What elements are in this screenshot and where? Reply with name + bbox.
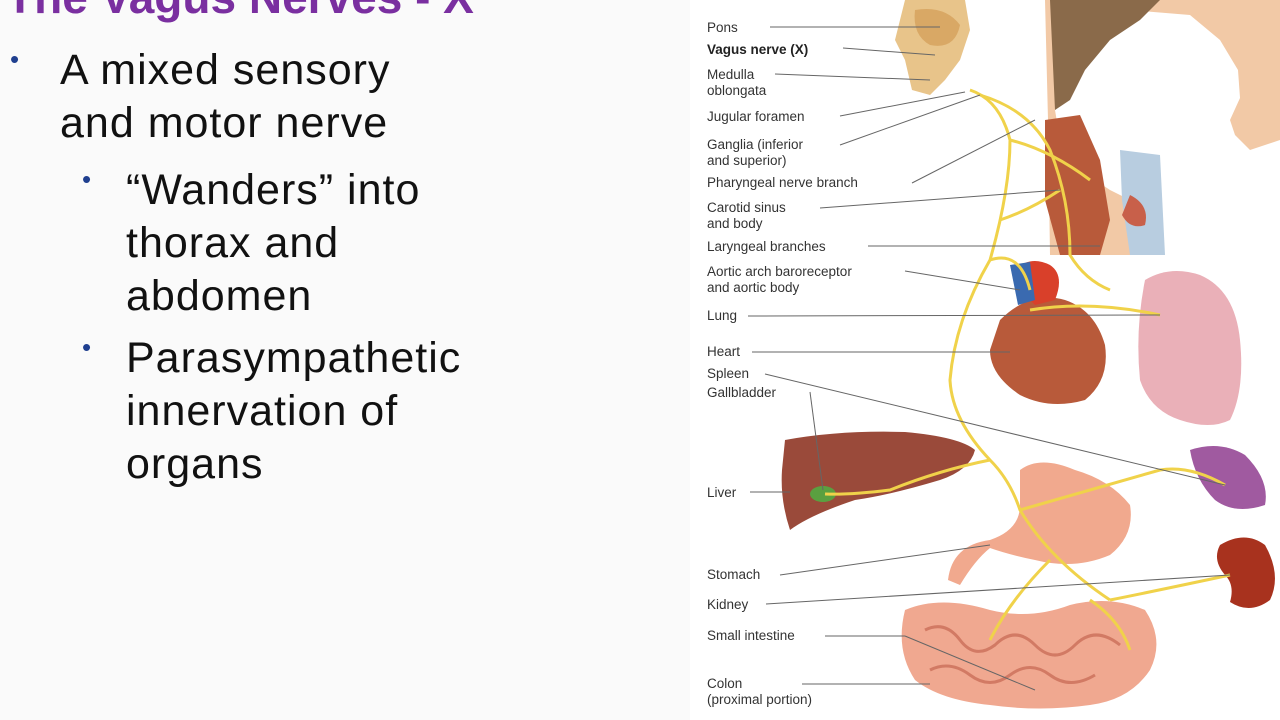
bullet-text-line: thorax and	[126, 219, 340, 267]
bullet-dot-icon: •	[10, 44, 20, 74]
spleen-shape	[1190, 446, 1266, 509]
larynx-shape	[1120, 150, 1165, 255]
bullet-item-parasympathetic: • Parasympathetic innervation of organs	[82, 332, 461, 491]
intestine-fold-lines	[924, 625, 1121, 657]
bullet-dot-icon: •	[82, 332, 92, 362]
lung-shape	[1138, 271, 1242, 425]
bullet-text-line: Parasympathetic	[126, 334, 462, 382]
thyroid-shape	[1122, 195, 1146, 227]
label-pons: Pons	[707, 20, 738, 35]
label-heart: Heart	[707, 344, 741, 359]
label-medulla-oblongata: Medulla oblongata	[707, 67, 767, 98]
label-jugular-foramen: Jugular foramen	[707, 109, 805, 124]
gallbladder-shape	[810, 486, 836, 502]
intestine-fold-lines	[929, 664, 1096, 684]
label-pharyngeal-branch: Pharyngeal nerve branch	[707, 175, 858, 190]
label-small-intestine: Small intestine	[707, 628, 795, 643]
label-colon: Colon (proximal portion)	[707, 676, 813, 707]
anatomy-illustration	[747, 0, 1280, 709]
bullet-text-line: A mixed sensory	[60, 46, 391, 94]
label-leader-lines	[747, 26, 1231, 691]
label-spleen: Spleen	[707, 366, 750, 381]
bullet-text-line: and motor nerve	[60, 99, 389, 147]
bullet-text-line: “Wanders” into	[126, 166, 421, 214]
bullet-text-line: organs	[126, 440, 264, 488]
label-aortic-arch: Aortic arch baroreceptor and aortic body	[707, 264, 852, 295]
label-laryngeal-branches: Laryngeal branches	[707, 239, 826, 254]
bullet-text-line: innervation of	[126, 387, 399, 435]
label-vagus-nerve: Vagus nerve (X)	[707, 42, 809, 57]
vessel-blue-shape	[1010, 262, 1035, 305]
label-liver: Liver	[707, 485, 737, 500]
neck-muscle-shape	[1045, 115, 1110, 255]
label-ganglia: Ganglia (inferior and superior)	[707, 137, 804, 168]
label-lung: Lung	[707, 308, 738, 323]
vagus-nerve-figure: Pons Vagus nerve (X) Medulla oblongata J…	[690, 0, 1280, 720]
slide-title: The Vagus Nerves - X	[6, 0, 474, 20]
label-gallbladder: Gallbladder	[707, 385, 777, 400]
bullet-dot-icon: •	[82, 164, 92, 194]
vagus-nerve-paths	[824, 88, 1231, 651]
hair-shape	[1050, 0, 1160, 110]
bullet-item-mixed-nerve: • A mixed sensory and motor nerve	[10, 44, 390, 150]
label-carotid-sinus: Carotid sinus and body	[707, 200, 786, 231]
bullet-text-line: abdomen	[126, 272, 313, 320]
bullet-item-wanders: • “Wanders” into thorax and abdomen	[82, 164, 420, 323]
stomach-shape	[948, 462, 1131, 585]
liver-shape	[781, 431, 975, 530]
kidney-shape	[1216, 537, 1275, 609]
label-stomach: Stomach	[707, 567, 761, 582]
heart-shape	[990, 297, 1106, 404]
intestine-shape	[901, 601, 1157, 709]
label-kidney: Kidney	[707, 597, 749, 612]
